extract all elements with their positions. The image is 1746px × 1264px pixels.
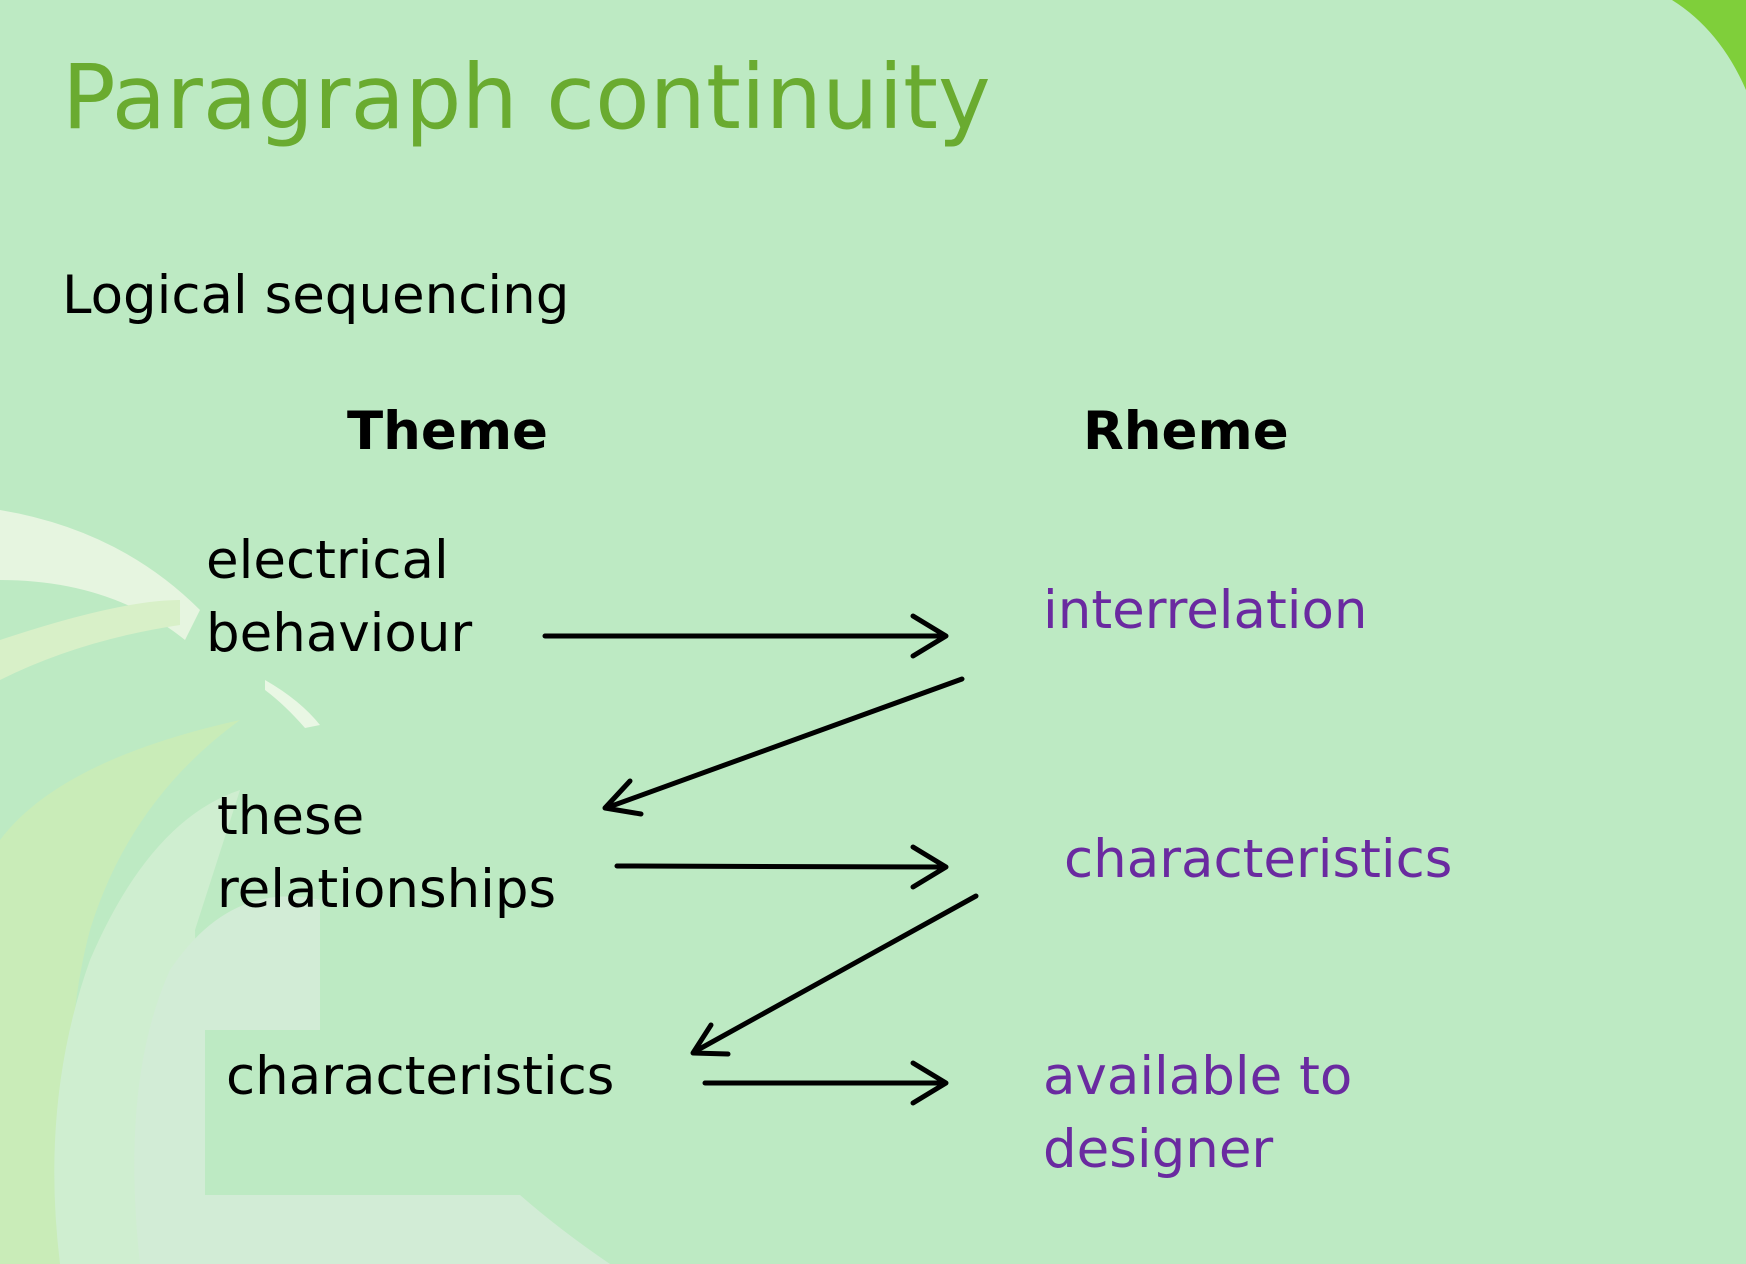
slide-title: Paragraph continuity	[62, 45, 991, 149]
arrow-theme1-to-rheme1	[542, 613, 949, 659]
rheme-item-3: available to designer	[1043, 1046, 1353, 1180]
arrow-rheme1-to-theme2	[602, 676, 965, 817]
theme-item-2: these relationships	[217, 786, 557, 920]
theme-heading: Theme	[347, 401, 549, 462]
arrow-rheme2-to-theme3	[690, 893, 979, 1057]
rheme-heading: Rheme	[1083, 401, 1289, 462]
arrow-theme2-to-rheme2	[614, 844, 949, 890]
theme-item-3: characteristics	[226, 1046, 615, 1107]
slide-subtitle: Logical sequencing	[62, 265, 570, 326]
arrow-theme3-to-rheme3	[702, 1060, 949, 1106]
rheme-item-2: characteristics	[1064, 829, 1453, 890]
theme-item-1: electrical behaviour	[206, 530, 473, 664]
rheme-item-1: interrelation	[1043, 580, 1368, 641]
